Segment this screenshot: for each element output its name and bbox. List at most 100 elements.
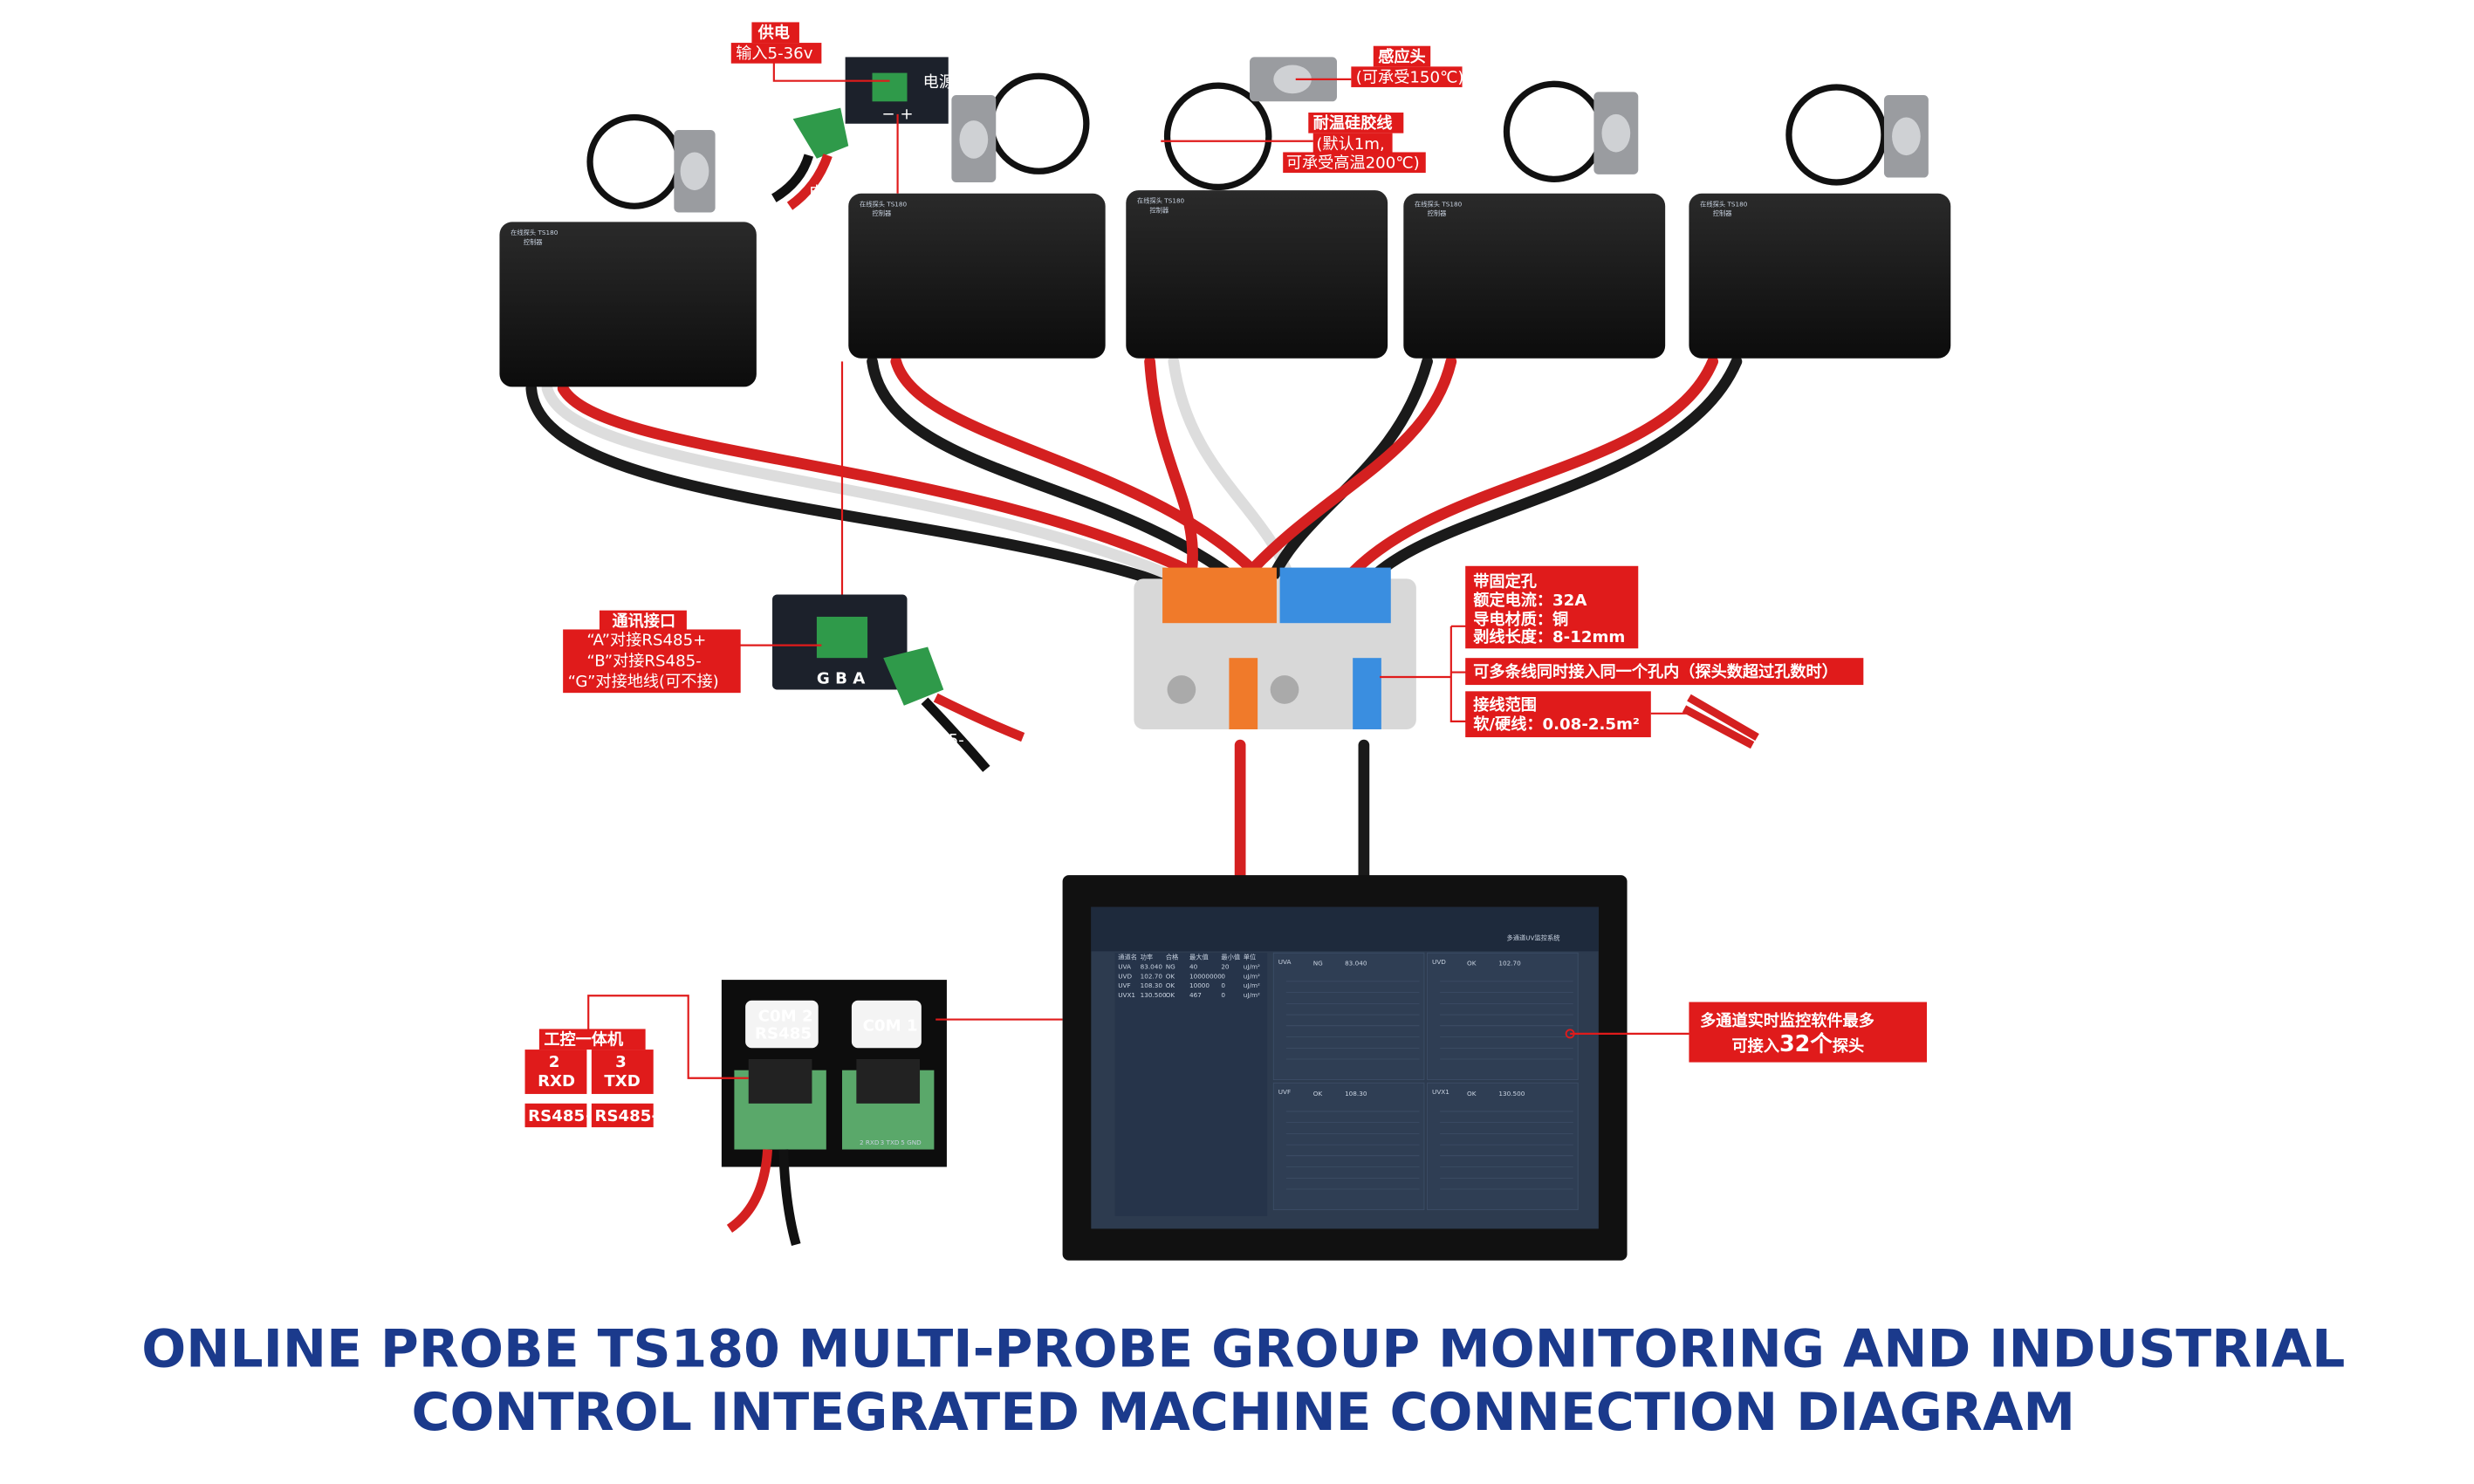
comm-rs485-pos: RS485+ xyxy=(983,690,1048,708)
table-cell: 0 xyxy=(1221,981,1225,989)
panel-status: OK xyxy=(1313,1090,1323,1098)
table-cell: 108.30 xyxy=(1141,981,1163,989)
pin3-number: 3 xyxy=(615,1053,627,1071)
comm-line-a: “A”对接RS485+ xyxy=(586,632,706,650)
table-cell: 0 xyxy=(1221,991,1225,999)
controller-sublabel: 控制器 xyxy=(1713,209,1733,217)
app-title: 多通道UV监控系统 xyxy=(1506,934,1559,942)
table-cell: 83.040 xyxy=(1141,962,1163,970)
com2-sublabel: RS485 xyxy=(755,1024,812,1043)
terminal-range-title: 接线范围 xyxy=(1473,695,1537,715)
comm-rs485-neg: RS485- xyxy=(908,731,964,749)
table-cell: 10000 xyxy=(1189,981,1210,989)
comm-line-b: “B”对接RS485- xyxy=(586,652,701,670)
controller-sublabel: 控制器 xyxy=(1150,207,1170,215)
comm-title: 通讯接口 xyxy=(612,612,675,631)
power-callout: 供电 输入5-36v xyxy=(730,22,899,194)
panel-value: 83.040 xyxy=(1345,960,1367,968)
channel-panel: UVX1 OK 130.500 xyxy=(1427,1082,1579,1211)
panel-bg xyxy=(1427,1082,1579,1211)
controller-3: 在线探头 TS180 控制器 xyxy=(1126,190,1388,359)
title-line-2: CONTROL INTEGRATED MACHINE CONNECTION DI… xyxy=(411,1382,2075,1443)
power-polarity: − + xyxy=(881,105,913,123)
terminal-block xyxy=(1134,567,1416,729)
controller-label: 在线探头 TS180 xyxy=(1415,200,1463,208)
ipc-callout: 工控一体机 2 RXD 3 TXD RS485+ RS485- xyxy=(524,995,749,1128)
pin2-signal: RS485+ xyxy=(528,1107,598,1125)
power-module-label: 电源 xyxy=(923,73,955,92)
probe-title: 感应头 xyxy=(1378,47,1425,66)
panel-bg xyxy=(1272,1082,1425,1211)
controller-label: 在线探头 TS180 xyxy=(1137,197,1185,205)
comm-connector-plug xyxy=(883,646,944,706)
table-cell: 102.70 xyxy=(1141,972,1163,980)
th: 通道名 xyxy=(1118,953,1137,961)
software-line2: 可接入32个探头 xyxy=(1732,1030,1865,1057)
channel-panel: UVF OK 108.30 xyxy=(1272,1082,1425,1211)
controller-sublabel: 控制器 xyxy=(524,238,544,246)
software-line2-post: 探头 xyxy=(1833,1036,1864,1056)
panel-name: UVX1 xyxy=(1432,1088,1449,1096)
controller-cables xyxy=(525,355,1743,881)
terminal-spec-1: 带固定孔 xyxy=(1473,571,1537,591)
th: 最小值 xyxy=(1221,953,1240,961)
table-cell: 40 xyxy=(1189,962,1198,970)
terminal-range-spec: 软/硬线：0.08-2.5m² xyxy=(1473,715,1640,734)
table-header: 通道名 功率 合格 最大值 最小值 单位 xyxy=(1118,953,1256,961)
cable-title: 耐温硅胶线 xyxy=(1313,113,1393,133)
table-cell: 130.500 xyxy=(1141,991,1167,999)
power-module: 电源 − + 电源- 电源+ xyxy=(741,57,955,210)
panel-name: UVF xyxy=(1278,1088,1291,1096)
th: 单位 xyxy=(1244,953,1257,961)
probe-sensor-4 xyxy=(1503,80,1639,182)
table-cell: uJ/m² xyxy=(1244,981,1260,989)
th: 合格 xyxy=(1166,953,1179,961)
pin3-signal: RS485- xyxy=(594,1107,658,1125)
probe-callout: 感应头 (可承受150℃) xyxy=(1295,45,1463,87)
terminal-spec-3: 导电材质：铜 xyxy=(1473,610,1568,629)
probe-sensor-1 xyxy=(586,113,716,213)
comm-module: G B A RS485+ RS485- xyxy=(772,361,1048,772)
panel-status: OK xyxy=(1467,1090,1477,1098)
controller-label: 在线探头 TS180 xyxy=(860,200,908,208)
table-cell: 0 xyxy=(1221,972,1225,980)
table-cell: UVD xyxy=(1118,972,1132,980)
table-cell: OK xyxy=(1166,972,1175,980)
controller-sublabel: 控制器 xyxy=(873,209,893,217)
panel-pc: 多通道UV监控系统 通道名 功率 合格 最大值 最小值 单位 UVA 83.040… xyxy=(1062,875,1628,1261)
title-line-1: ONLINE PROBE TS180 MULTI-PROBE GROUP MON… xyxy=(141,1319,2345,1380)
panel-value: 102.70 xyxy=(1498,960,1521,968)
pin2-name: RXD xyxy=(538,1072,575,1091)
com1-terminal-pin-txd: 3 TXD xyxy=(881,1139,900,1146)
th: 最大值 xyxy=(1189,953,1209,961)
panel-name: UVA xyxy=(1278,958,1292,966)
table-cell: uJ/m² xyxy=(1244,991,1260,999)
probe-sensor-2 xyxy=(951,72,1090,182)
table-cell: OK xyxy=(1166,991,1175,999)
com1-label: C0M 1 xyxy=(863,1016,918,1035)
com1-terminal-pins: 2 RXD xyxy=(860,1139,880,1146)
table-cell: 20 xyxy=(1221,962,1230,970)
controller-label: 在线探头 TS180 xyxy=(511,229,559,236)
panel-bg xyxy=(1272,952,1425,1081)
panel-bg xyxy=(1427,952,1579,1081)
panel-value: 108.30 xyxy=(1345,1090,1367,1098)
table-cell: 467 xyxy=(1189,991,1202,999)
com2-label: C0M 2 xyxy=(758,1007,813,1025)
cable-callout: 耐温硅胶线 (默认1m, 可承受高温200℃) xyxy=(1161,113,1426,174)
terminal-spec-4: 剥线长度：8-12mm xyxy=(1473,627,1625,646)
probes xyxy=(586,57,1929,213)
panel-value: 130.500 xyxy=(1498,1090,1525,1098)
table-cell: 10000000 xyxy=(1189,972,1222,980)
pin3-name: TXD xyxy=(604,1072,640,1091)
controller-1: 在线探头 TS180 控制器 xyxy=(499,222,757,387)
